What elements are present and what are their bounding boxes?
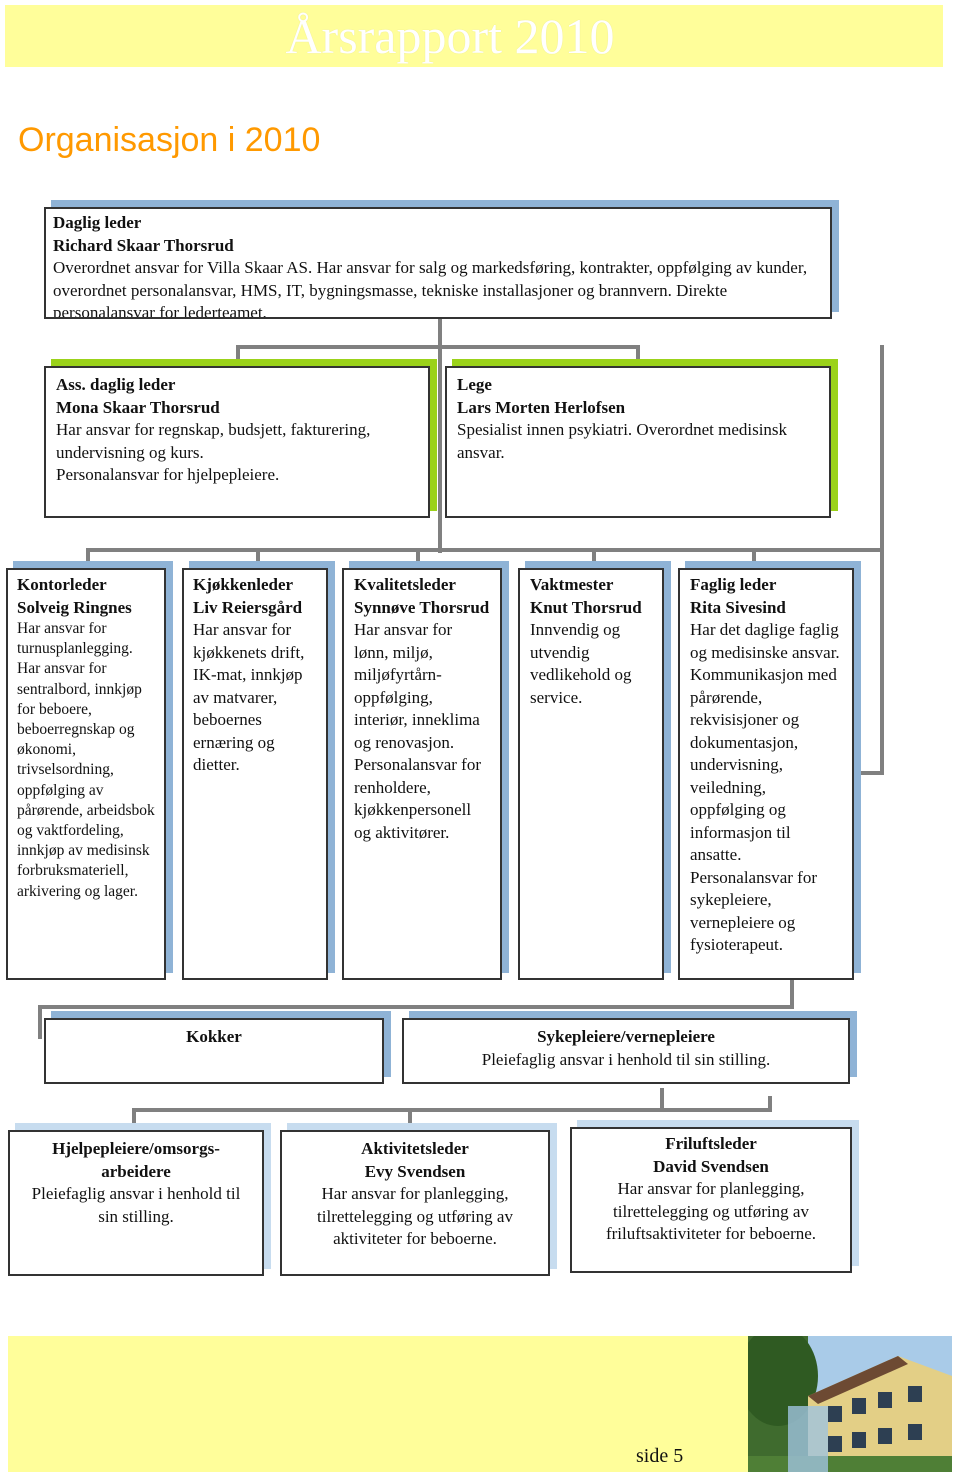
connector-line bbox=[38, 1005, 794, 1009]
connector-line bbox=[438, 318, 442, 553]
lege-box: Lege Lars Morten Herlofsen Spesialist in… bbox=[445, 366, 831, 518]
connector-line bbox=[790, 980, 794, 1008]
role-title: Kvalitetsleder bbox=[354, 575, 456, 594]
responsibility-text: Pleiefaglig ansvar i henhold til sin sti… bbox=[481, 1049, 771, 1069]
role-title: Sykepleiere/vernepleiere bbox=[537, 1027, 715, 1046]
person-name: David Svendsen bbox=[653, 1156, 769, 1176]
responsibility-text: Pleiefaglig ansvar i henhold til sin sti… bbox=[31, 1184, 241, 1226]
responsibility-text: Har ansvar for lønn, miljø, miljøfyrtårn… bbox=[354, 620, 481, 842]
responsibility-text: Har ansvar for planlegging, tilrettelegg… bbox=[317, 1184, 513, 1248]
vaktmester-box: Vaktmester Knut Thorsrud Innvendig og ut… bbox=[518, 568, 664, 980]
person-name: Rita Sivesind bbox=[690, 597, 786, 617]
person-name: Liv Reiersgård bbox=[193, 597, 303, 617]
role-title: Hjelpepleiere/omsorgs-arbeidere bbox=[52, 1139, 220, 1181]
connector-line bbox=[416, 548, 420, 564]
connector-line bbox=[132, 1108, 136, 1124]
role-title: Daglig leder bbox=[53, 213, 142, 232]
role-title: Aktivitetsleder bbox=[361, 1139, 469, 1158]
connector-line bbox=[880, 345, 884, 775]
sykepleiere-box: Sykepleiere/vernepleiere Pleiefaglig ans… bbox=[402, 1018, 850, 1084]
connector-line bbox=[132, 1108, 772, 1112]
connector-line bbox=[236, 345, 240, 363]
connector-line bbox=[38, 1005, 42, 1039]
friluftsleder-box: Friluftsleder David Svendsen Har ansvar … bbox=[570, 1127, 852, 1273]
faglig-leder-box: Faglig leder Rita Sivesind Har det dagli… bbox=[678, 568, 854, 980]
ass-daglig-leder-box: Ass. daglig leder Mona Skaar Thorsrud Ha… bbox=[44, 366, 430, 518]
responsibility-text: Har ansvar for planlegging, tilrettelegg… bbox=[605, 1179, 817, 1243]
responsibility-text: Har det daglige faglig og medisinske ans… bbox=[690, 620, 840, 954]
role-title: Friluftsleder bbox=[665, 1134, 757, 1153]
connector-line bbox=[660, 1088, 664, 1112]
person-name: Knut Thorsrud bbox=[530, 597, 642, 617]
responsibility-text: Innvendig og utvendig vedlikehold og ser… bbox=[530, 620, 632, 707]
connector-line bbox=[408, 1108, 412, 1124]
responsibility-text: Overordnet ansvar for Villa Skaar AS. Ha… bbox=[53, 258, 808, 319]
responsibility-text: Har ansvar for regnskap, budsjett, faktu… bbox=[56, 420, 371, 462]
responsibility-text: Har ansvar for turnusplanlegging. Har an… bbox=[17, 620, 155, 900]
connector-line bbox=[592, 548, 596, 564]
report-title: Årsrapport 2010 bbox=[285, 8, 615, 64]
daglig-leder-box: Daglig leder Richard Skaar Thorsrud Over… bbox=[44, 207, 832, 319]
person-name: Synnøve Thorsrud bbox=[354, 597, 490, 617]
role-title: Ass. daglig leder bbox=[56, 375, 176, 394]
header-band bbox=[5, 5, 943, 67]
person-name: Solveig Ringnes bbox=[17, 597, 132, 617]
role-title: Kontorleder bbox=[17, 575, 107, 594]
connector-line bbox=[86, 548, 90, 564]
role-title: Vaktmester bbox=[530, 575, 614, 594]
building-photo bbox=[748, 1336, 952, 1472]
connector-line bbox=[256, 548, 260, 564]
page-number: side 5 bbox=[636, 1445, 684, 1467]
hjelpepleiere-box: Hjelpepleiere/omsorgs-arbeidere Pleiefag… bbox=[8, 1130, 264, 1276]
kokker-box: Kokker bbox=[44, 1018, 384, 1084]
connector-line bbox=[86, 548, 884, 552]
kontorleder-box: Kontorleder Solveig Ringnes Har ansvar f… bbox=[6, 568, 166, 980]
person-name: Mona Skaar Thorsrud bbox=[56, 397, 220, 417]
kjokkenleder-box: Kjøkkenleder Liv Reiersgård Har ansvar f… bbox=[182, 568, 328, 980]
connector-line bbox=[856, 771, 884, 775]
connector-line bbox=[768, 1096, 772, 1112]
person-name: Richard Skaar Thorsrud bbox=[53, 235, 234, 255]
person-name: Lars Morten Herlofsen bbox=[457, 397, 626, 417]
role-title: Lege bbox=[457, 375, 492, 394]
kvalitetsleder-box: Kvalitetsleder Synnøve Thorsrud Har ansv… bbox=[342, 568, 502, 980]
responsibility-text: Har ansvar for kjøkkenets drift, IK-mat,… bbox=[193, 620, 305, 774]
aktivitetsleder-box: Aktivitetsleder Evy Svendsen Har ansvar … bbox=[280, 1130, 550, 1276]
connector-line bbox=[636, 345, 640, 363]
building-illustration bbox=[748, 1336, 952, 1472]
role-title: Kjøkkenleder bbox=[193, 575, 294, 594]
person-name: Evy Svendsen bbox=[364, 1161, 466, 1181]
responsibility-text: Spesialist innen psykiatri. Overordnet m… bbox=[457, 420, 788, 462]
responsibility-text: Personalansvar for hjelpepleiere. bbox=[56, 465, 280, 484]
role-title: Kokker bbox=[186, 1027, 242, 1046]
page-heading: Organisasjon i 2010 bbox=[18, 121, 321, 159]
connector-line bbox=[752, 548, 756, 564]
role-title: Faglig leder bbox=[690, 575, 777, 594]
